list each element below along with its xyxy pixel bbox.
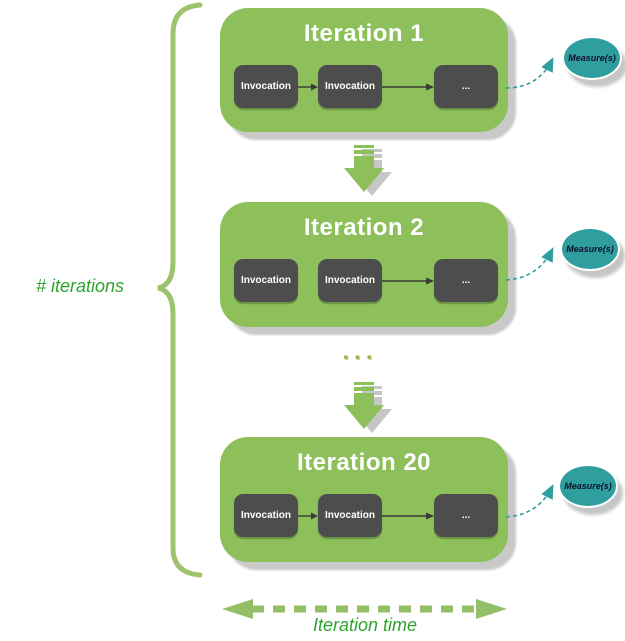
- invocation-box: Invocation: [234, 259, 298, 302]
- measure-node: Measure(s): [562, 36, 622, 80]
- step-arrow-icon: [298, 83, 318, 91]
- down-arrow-icon: [344, 382, 392, 433]
- step-arrow-icon: [298, 512, 318, 520]
- step-arrow-icon: [382, 512, 434, 520]
- more-invocations-box: ...: [434, 259, 498, 302]
- iteration-20-title: Iteration 20: [296, 449, 432, 476]
- iterations-brace: [157, 2, 203, 578]
- measure-node: Measure(s): [560, 227, 620, 271]
- iteration-time-arrow: [222, 599, 507, 619]
- measure-node: Measure(s): [558, 464, 618, 508]
- step-arrow-icon: [382, 277, 434, 285]
- invocation-box: Invocation: [318, 259, 382, 302]
- more-invocations-box: ...: [434, 494, 498, 537]
- more-invocations-box: ...: [434, 65, 498, 108]
- invocation-box: Invocation: [318, 65, 382, 108]
- step-arrow-icon: [382, 83, 434, 91]
- measure-connector: [505, 484, 554, 518]
- more-iterations-dots: ...: [342, 338, 378, 365]
- iteration-2-panel: Iteration 2 Invocation Invocation ...: [220, 202, 508, 327]
- measure-connector: [505, 247, 554, 281]
- measure-connector: [505, 57, 554, 89]
- iteration-time-label: Iteration time: [312, 615, 418, 635]
- iteration-1-title: Iteration 1: [303, 20, 425, 47]
- invocation-box: Invocation: [234, 494, 298, 537]
- invocation-box: Invocation: [318, 494, 382, 537]
- invocation-box: Invocation: [234, 65, 298, 108]
- iteration-1-panel: Iteration 1 Invocation Invocation ...: [220, 8, 508, 132]
- iteration-2-title: Iteration 2: [303, 214, 425, 241]
- iterations-count-label: # iterations: [35, 276, 125, 296]
- iteration-20-panel: Iteration 20 Invocation Invocation ...: [220, 437, 508, 562]
- down-arrow-icon: [344, 145, 392, 196]
